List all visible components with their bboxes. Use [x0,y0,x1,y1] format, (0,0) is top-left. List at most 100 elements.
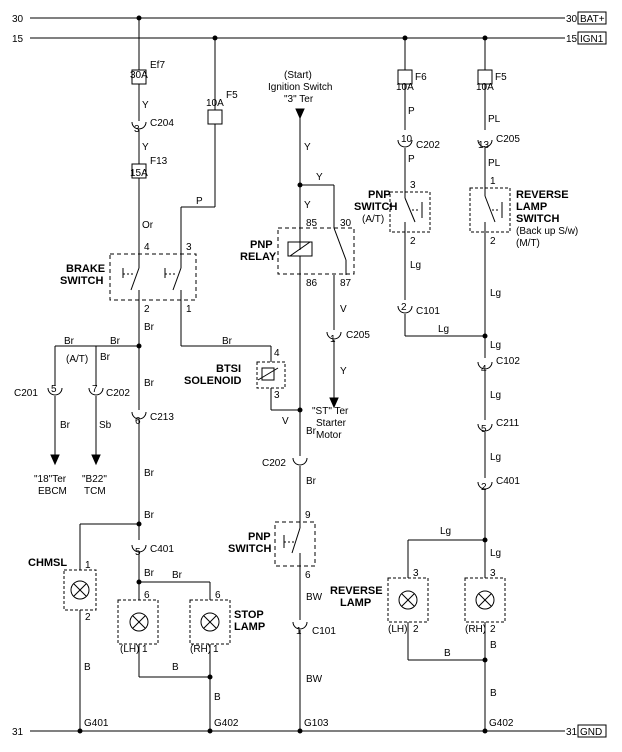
c401r-pin: 2 [481,482,487,493]
wire-b-3: B [214,692,221,703]
pnp-relay-label2: RELAY [240,251,277,263]
wire-p-3: P [408,154,415,165]
c211-pin: 5 [481,424,487,435]
rev-lh: (LH) [388,624,407,635]
c205t-pin: 13 [478,140,490,151]
wire-v-1: V [282,416,289,427]
wire-br-6: Br [60,420,71,431]
wire-br-10: Br [172,570,183,581]
pnp-switch-top-label1: PNP [368,189,391,201]
wire-lg-7: Lg [440,526,451,537]
bus15-right: 15 [566,34,578,45]
c202l-name: C202 [262,458,286,469]
pnp-top-pin2: 2 [410,236,416,247]
ground-g103: G103 [304,718,329,729]
ground-g402a: G402 [214,718,239,729]
btsi-box [256,361,286,389]
brake-pin1: 1 [186,304,192,315]
pnp-low-pin9: 9 [305,510,311,521]
ground-g401: G401 [84,718,109,729]
btsi-label2: SOLENOID [184,375,242,387]
rev-rh-pin2: 2 [490,624,496,635]
bus15-tag: IGN1 [580,34,604,45]
wire-pl-2: PL [488,158,501,169]
reverse-lamp-switch-box [469,187,511,233]
brake-pin4: 4 [144,242,150,253]
chmsl-pin2: 2 [85,612,91,623]
wire-lg-6: Lg [490,452,501,463]
btsi-label1: BTSI [216,363,241,375]
wire-pl-1: PL [488,114,501,125]
pnp-switch-low-label1: PNP [248,531,271,543]
relay-pin85: 85 [306,218,318,229]
rev-lamp-label2: LAMP [340,597,371,609]
pnp-relay-label1: PNP [250,239,273,251]
wire-p-2: P [408,106,415,117]
c213-pin: 6 [135,416,141,427]
fuse-f5r-rating: 10A [476,82,494,93]
fuse-f5l-rating: 10A [206,98,224,109]
tcm-text1: "B22" [82,474,107,485]
fuse-ef7-name: Ef7 [150,60,165,71]
wire-br-1: Br [64,336,75,347]
fuse-f6-rating: 10A [396,82,414,93]
wire-b-1: B [84,662,91,673]
wire-b-6: B [490,688,497,699]
fuse-f6-name: F6 [415,72,427,83]
c102-pin: 4 [481,364,487,375]
c213-name: C213 [150,412,174,423]
fuse-f13-rating: 15A [130,168,148,179]
c204-pin: 3 [134,124,140,135]
wire-p-1: P [196,196,203,207]
stop-lh-pin6: 6 [144,590,150,601]
wire-b-5: B [490,640,497,651]
rev-rh-pin3: 3 [490,568,496,579]
c101l-pin: 1 [296,626,302,637]
reverse-lamp-rh-box [464,577,506,623]
c201-name: C201 [14,388,38,399]
wire-br-7: Br [144,468,155,479]
pnp-low-pin6: 6 [305,570,311,581]
brake-switch-label2: SWITCH [60,275,103,287]
ebcm-text1: "18"Ter [34,474,67,485]
relay-pin86: 86 [306,278,318,289]
wire-bw-1: BW [306,592,323,603]
pnp-switch-low-label2: SWITCH [228,543,271,555]
c101t-name: C101 [416,306,440,317]
rev-switch-label4: (Back up S/w) [516,226,578,237]
start-text1: (Start) [284,70,312,81]
c101l-name: C101 [312,626,336,637]
wire-br-5: Br [144,378,155,389]
btsi-pin4: 4 [274,348,280,359]
c401l-pin: 5 [135,547,141,558]
wire-br-13: Br [306,476,317,487]
wire-br-9: Br [144,568,155,579]
start-text2: Ignition Switch [268,82,332,93]
c211-name: C211 [496,418,520,429]
rev-switch-label5: (M/T) [516,238,540,249]
relay-pin87: 87 [340,278,352,289]
rev-sw-pin1: 1 [490,176,496,187]
wire-b-2: B [172,662,179,673]
c205m-pin: 1 [330,334,336,345]
fuse-f5l-name: F5 [226,90,238,101]
c101t-pin: 2 [401,302,407,313]
brake-pin3: 3 [186,242,192,253]
wire-y-1: Y [142,100,149,111]
st-text3: Motor [316,430,342,441]
stop-lamp-lh-box [117,599,159,645]
pnp-switch-top-label3: (A/T) [362,214,384,225]
rev-rh: (RH) [465,624,486,635]
c201-pin: 5 [51,384,57,395]
wire-br-8: Br [144,510,155,521]
tcm-text2: TCM [84,486,106,497]
c205m-name: C205 [346,330,370,341]
wire-sb: Sb [99,420,112,431]
chmsl-label: CHMSL [28,557,67,569]
stop-lamp-label2: LAMP [234,621,265,633]
wire-br-3: Br [144,322,155,333]
bus15-left: 15 [12,34,24,45]
wire-lg-2: Lg [438,324,449,335]
